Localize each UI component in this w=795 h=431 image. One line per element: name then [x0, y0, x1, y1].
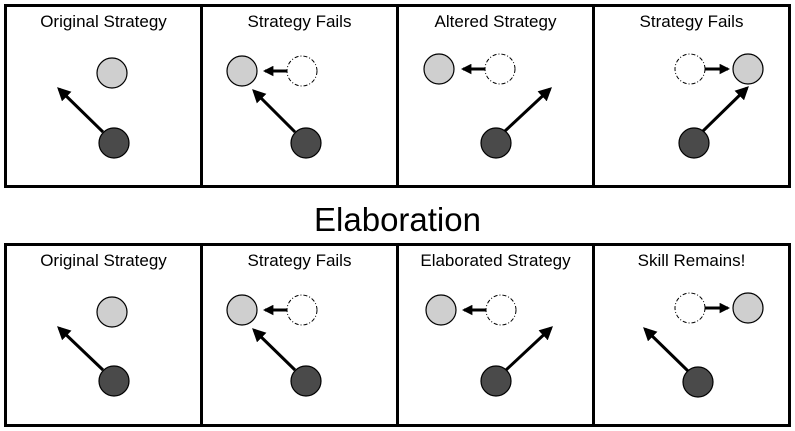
- target-ball-icon: [732, 53, 764, 85]
- aim-arrow-icon: [252, 89, 297, 134]
- panel-title: Original Strategy: [40, 12, 167, 31]
- panel-scene: [643, 292, 764, 398]
- panel-scene: [674, 53, 764, 159]
- bottom-strip: Original Strategy Strategy Fails: [4, 243, 791, 427]
- panel-title: Strategy Fails: [639, 12, 744, 31]
- panel-title: Strategy Fails: [247, 251, 352, 270]
- top-strip: Original Strategy Strategy Fails: [4, 4, 791, 188]
- agent-ball-icon: [682, 366, 714, 398]
- panel-scene: [57, 296, 130, 397]
- section-title: Elaboration: [314, 201, 481, 238]
- aim-arrow-icon: [57, 326, 105, 372]
- panel-scene: [57, 57, 130, 159]
- panel-title: Skill Remains!: [637, 251, 746, 270]
- panel-title: Original Strategy: [40, 251, 167, 270]
- target-ball-icon: [96, 296, 128, 328]
- aim-arrow-icon: [701, 86, 749, 133]
- panel-title: Elaborated Strategy: [420, 251, 571, 270]
- panel-top-4: Strategy Fails: [592, 7, 788, 185]
- aim-arrow-icon: [252, 328, 297, 372]
- agent-ball-icon: [98, 365, 130, 397]
- target-ball-icon: [423, 53, 455, 85]
- agent-ball-icon: [480, 127, 512, 159]
- target-ball-icon: [226, 294, 258, 326]
- aim-arrow-icon: [643, 327, 690, 373]
- panel-bottom-3: Elaborated Strategy: [396, 246, 592, 424]
- target-ball-icon: [425, 294, 457, 326]
- agent-ball-icon: [480, 365, 512, 397]
- panel-title: Strategy Fails: [247, 12, 352, 31]
- ghost-ball-icon: [286, 55, 318, 87]
- target-ball-icon: [226, 55, 258, 87]
- target-ball-icon: [732, 292, 764, 324]
- panel-scene: [425, 294, 553, 397]
- agent-ball-icon: [98, 127, 130, 159]
- ghost-ball-icon: [484, 53, 516, 85]
- ghost-ball-icon: [674, 292, 706, 324]
- panel-top-3: Altered Strategy: [396, 7, 592, 185]
- ghost-ball-icon: [485, 294, 517, 326]
- panel-title: Altered Strategy: [434, 12, 557, 31]
- panel-top-2: Strategy Fails: [200, 7, 396, 185]
- aim-arrow-icon: [57, 87, 105, 134]
- agent-ball-icon: [290, 365, 322, 397]
- panel-scene: [226, 294, 322, 397]
- panel-bottom-4: Skill Remains!: [592, 246, 788, 424]
- aim-arrow-icon: [503, 87, 552, 133]
- panel-scene: [423, 53, 552, 159]
- panel-bottom-1: Original Strategy: [7, 246, 200, 424]
- ghost-ball-icon: [286, 294, 318, 326]
- panel-top-1: Original Strategy: [7, 7, 200, 185]
- agent-ball-icon: [290, 127, 322, 159]
- ghost-ball-icon: [674, 53, 706, 85]
- panel-bottom-2: Strategy Fails: [200, 246, 396, 424]
- panel-scene: [226, 55, 322, 159]
- agent-ball-icon: [678, 127, 710, 159]
- target-ball-icon: [96, 57, 128, 89]
- aim-arrow-icon: [504, 326, 553, 372]
